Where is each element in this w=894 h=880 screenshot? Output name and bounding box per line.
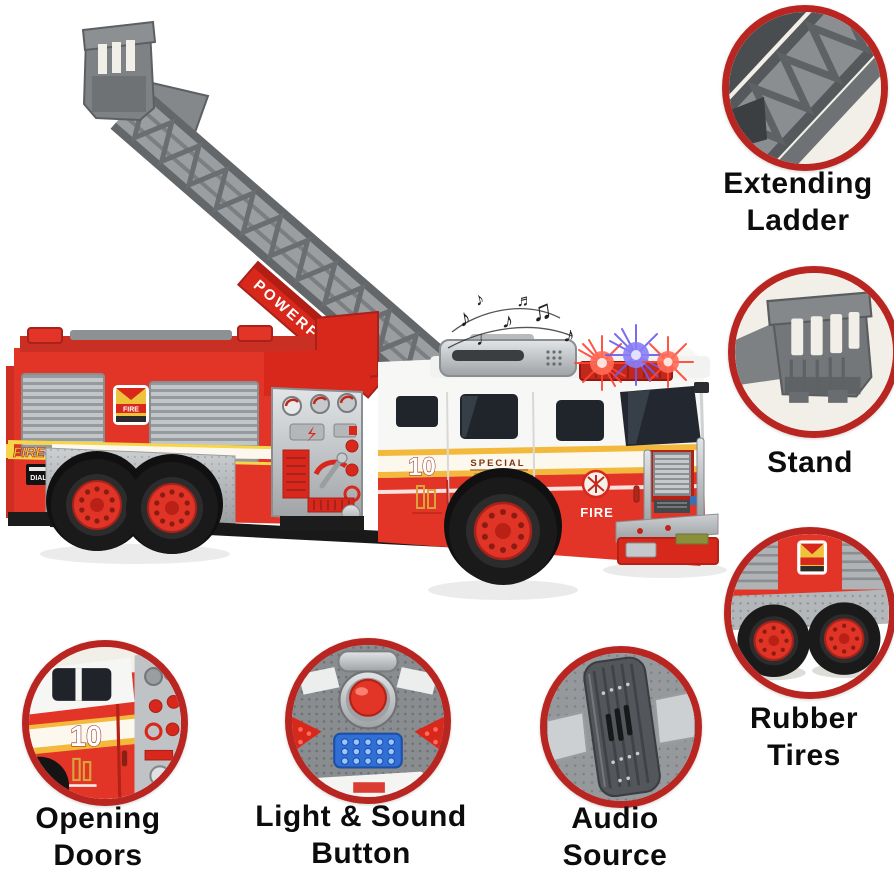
music-note-icon: ♪ <box>501 307 515 333</box>
music-note-icon: ♬ <box>517 291 534 310</box>
door-fire-label: FIRE <box>580 505 614 520</box>
blue-light-bar <box>333 732 403 769</box>
callout-label-light-sound-button: Light & Sound Button <box>238 798 484 872</box>
extending-ladder-closeup <box>729 12 881 164</box>
callout-circle-stand <box>728 266 894 438</box>
cab-rear-window <box>396 396 438 427</box>
label-line: Button <box>311 837 411 870</box>
callout-label-opening-doors: Opening Doors <box>0 800 196 874</box>
badge <box>797 540 828 575</box>
label-line: Stand <box>767 446 853 479</box>
exhaust-pipe-right <box>696 437 705 519</box>
callout-label-extending-ladder: Extending Ladder <box>698 165 894 239</box>
label-line: Rubber <box>750 702 858 735</box>
callout-circle-rubber-tires <box>724 527 894 699</box>
front-door-window <box>556 400 604 441</box>
opening-doors-closeup: 10 <box>29 647 181 799</box>
music-note-icon: ♫ <box>529 294 554 328</box>
callout-circle-extending-ladder <box>722 5 888 171</box>
callout-label-audio-source: Audio Source <box>520 800 710 874</box>
callout-label-rubber-tires: Rubber Tires <box>712 700 894 774</box>
front-bumper <box>615 513 719 565</box>
unit-number: 10 <box>408 453 436 481</box>
speaker-unit <box>583 656 661 798</box>
music-notes: ♪ ♪ ♩ ♪ ♫ ♬ ♪ <box>447 288 578 350</box>
rear-fire-label: FIRE <box>13 444 46 460</box>
label-line: Tires <box>767 739 841 772</box>
light-sound-button-closeup <box>292 645 444 797</box>
rubber-tires-closeup <box>731 534 889 692</box>
label-line: Source <box>562 839 668 872</box>
ladder-decal <box>416 485 436 509</box>
tire-1 <box>737 604 810 678</box>
special-label: SPECIAL <box>470 458 525 469</box>
rear-plate-label: DIAL 911 <box>30 475 60 482</box>
speaker-box <box>439 334 577 377</box>
tire-2 <box>807 602 881 675</box>
music-note-icon: ♪ <box>562 321 578 348</box>
callout-circle-opening-doors: 10 <box>22 640 188 806</box>
label-line: Light & Sound <box>255 800 467 833</box>
side-mirror <box>694 382 709 393</box>
label-line: Ladder <box>746 204 850 237</box>
rear-fire-badge: FIRE <box>113 385 149 425</box>
callout-circle-audio-source <box>540 646 702 808</box>
audio-source-closeup <box>547 653 695 801</box>
red-dome-button <box>349 678 387 717</box>
callout-circle-light-sound-button <box>285 638 451 804</box>
label-line: Extending <box>723 167 873 200</box>
label-line: Opening <box>35 802 161 835</box>
rear-wheel-1 <box>51 459 143 551</box>
music-note-icon: ♩ <box>476 328 496 350</box>
rear-wheel-2 <box>126 462 218 554</box>
stand-closeup <box>735 273 893 431</box>
ladder-basket <box>81 20 157 122</box>
roof-equipment <box>430 324 710 391</box>
music-note-icon: ♪ <box>473 288 487 310</box>
rear-wheels <box>46 451 223 554</box>
pump-panel <box>264 310 379 530</box>
rear-badge-label: FIRE <box>123 407 139 414</box>
label-line: Doors <box>53 839 143 872</box>
door-emblem <box>581 469 611 499</box>
unit-number: 10 <box>70 721 102 753</box>
callout-label-stand: Stand <box>728 444 892 481</box>
label-line: Audio <box>571 802 659 835</box>
front-wheel <box>444 468 562 585</box>
music-note-icon: ♪ <box>456 304 473 333</box>
exhaust-pipe-left <box>643 449 652 525</box>
front-grille <box>650 450 701 513</box>
